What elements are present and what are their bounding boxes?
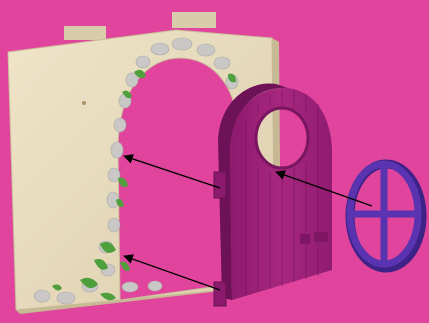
round-window [350, 164, 422, 268]
